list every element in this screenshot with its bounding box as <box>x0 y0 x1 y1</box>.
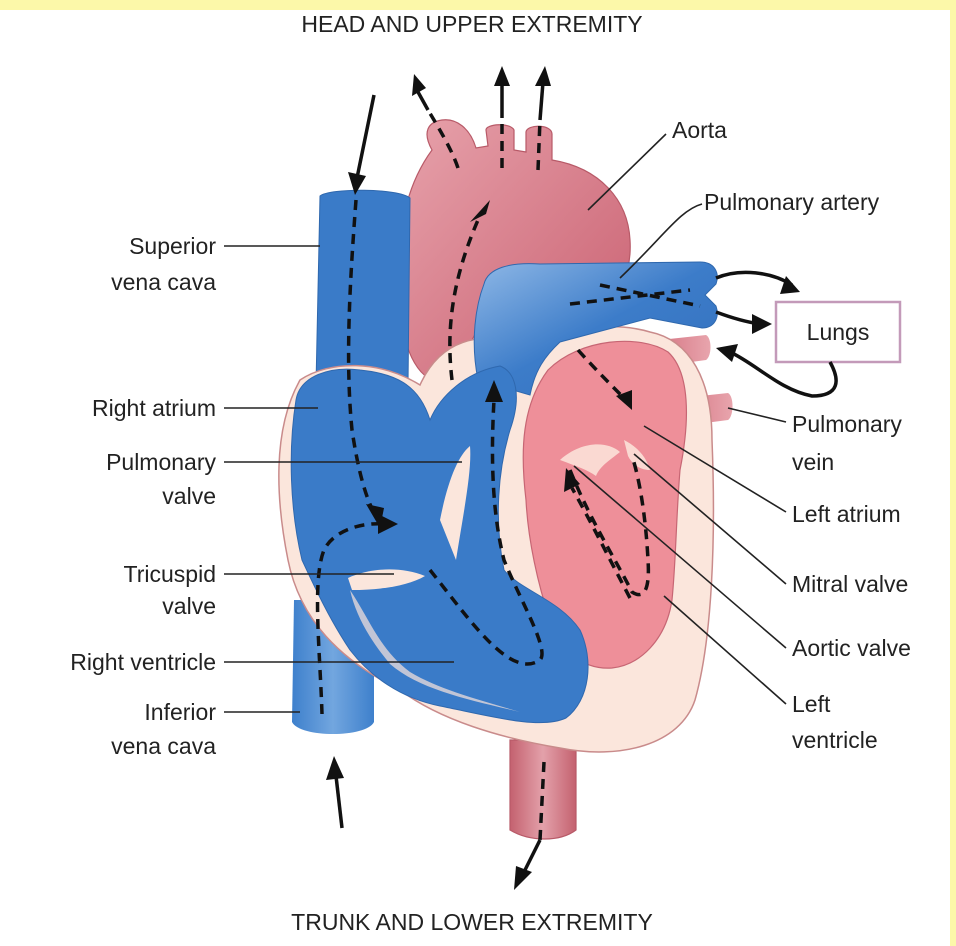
label-pulmonary-artery: Pulmonary artery <box>704 189 880 215</box>
label-inferior-vena-cava-2: vena cava <box>111 733 216 759</box>
label-superior-vena-cava-1: Superior <box>129 233 216 259</box>
label-left-ventricle-1: Left <box>792 691 831 717</box>
label-mitral-valve: Mitral valve <box>792 571 908 597</box>
label-left-ventricle-2: ventricle <box>792 727 878 753</box>
lungs-label: Lungs <box>807 319 870 345</box>
label-right-atrium: Right atrium <box>92 395 216 421</box>
label-inferior-vena-cava-1: Inferior <box>144 699 216 725</box>
label-superior-vena-cava-2: vena cava <box>111 269 216 295</box>
descending-aorta <box>510 740 576 839</box>
label-tricuspid-valve-2: valve <box>162 593 216 619</box>
right-border <box>950 0 956 946</box>
label-aortic-valve: Aortic valve <box>792 635 911 661</box>
bottom-caption: TRUNK AND LOWER EXTREMITY <box>291 909 653 935</box>
top-caption: HEAD AND UPPER EXTREMITY <box>301 11 642 37</box>
superior-vena-cava <box>316 190 410 385</box>
label-aorta: Aorta <box>672 117 727 143</box>
lungs-box: Lungs <box>776 302 900 362</box>
label-left-atrium: Left atrium <box>792 501 901 527</box>
label-pulmonary-valve-1: Pulmonary <box>106 449 216 475</box>
label-right-ventricle: Right ventricle <box>70 649 216 675</box>
label-pulmonary-valve-2: valve <box>162 483 216 509</box>
label-tricuspid-valve-1: Tricuspid <box>124 561 216 587</box>
label-pulmonary-vein-1: Pulmonary <box>792 411 902 437</box>
label-pulmonary-vein-2: vein <box>792 449 834 475</box>
